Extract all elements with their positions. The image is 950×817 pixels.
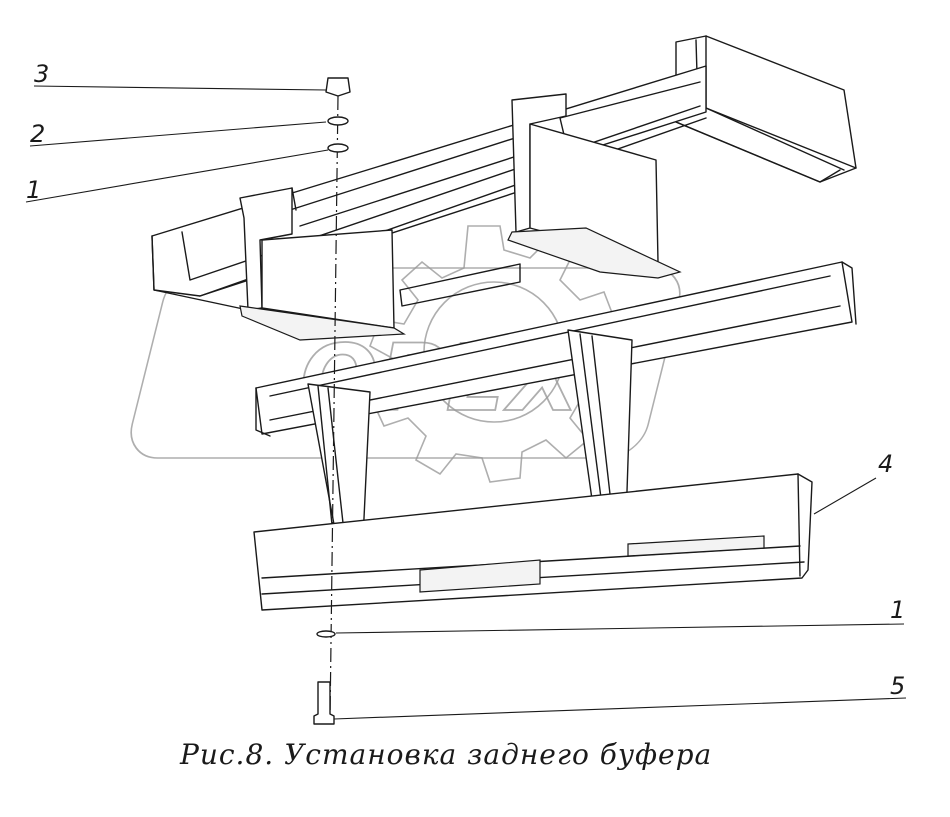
- bolt: [313, 681, 335, 725]
- nut: [325, 77, 351, 97]
- fasteners: [313, 77, 351, 725]
- callout-1-washer-top: 1: [26, 176, 41, 204]
- callout-5-bolt: 5: [890, 672, 905, 700]
- washer-upper: [327, 143, 349, 153]
- watermark-frame: [130, 267, 681, 459]
- rear-bumper: [253, 473, 813, 611]
- callout-leaders: [25, 85, 907, 720]
- callout-1-washer-bottom: 1: [890, 596, 905, 624]
- spring-washer: [327, 116, 349, 126]
- callout-4-bumper: 4: [878, 450, 893, 478]
- callout-2-spring-washer: 2: [30, 120, 45, 148]
- bracket-right: [507, 93, 682, 279]
- fastener-axis: [329, 95, 339, 721]
- callout-3-nut: 3: [34, 60, 49, 88]
- washer-lower: [316, 630, 336, 638]
- figure-caption: Рис.8. Установка заднего буфера: [179, 738, 712, 771]
- bracket-left: [239, 187, 406, 341]
